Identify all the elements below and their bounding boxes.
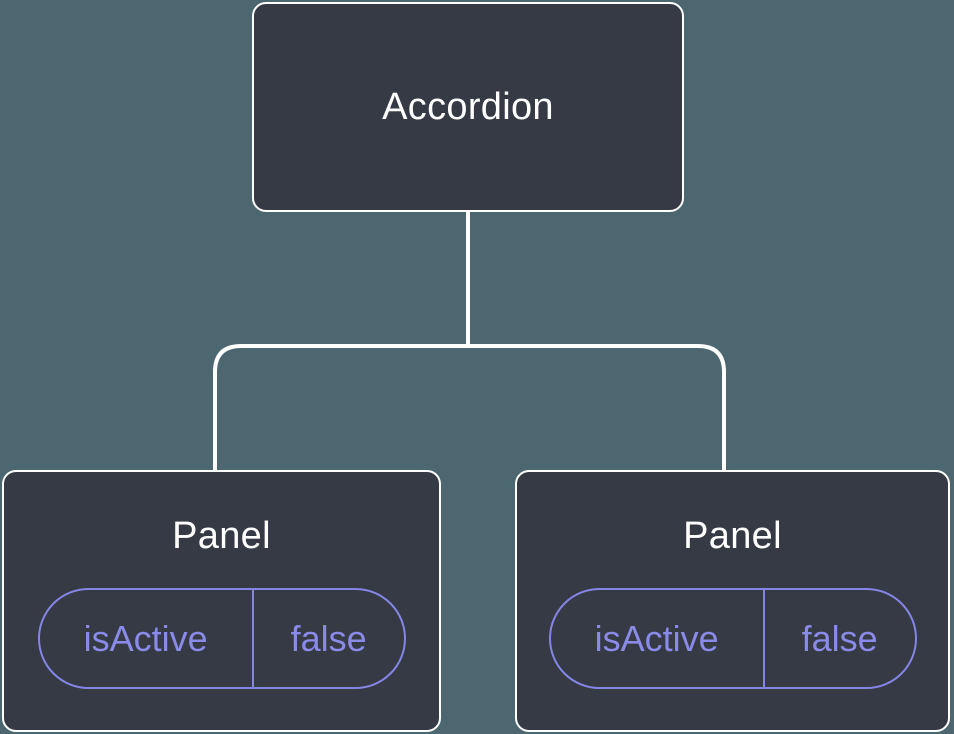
accordion-label: Accordion	[382, 86, 554, 128]
state-value: false	[801, 617, 878, 659]
state-pill: isActive false	[37, 588, 406, 689]
panel-node-right: Panel isActive false	[515, 470, 950, 732]
state-name: isActive	[551, 590, 765, 687]
accordion-node: Accordion	[252, 2, 684, 212]
branch-connector-line	[213, 344, 726, 470]
panel-node-left: Panel isActive false	[2, 470, 441, 732]
panel-label: Panel	[683, 515, 782, 557]
panel-label: Panel	[172, 515, 271, 557]
state-value: false	[290, 617, 367, 659]
state-name: isActive	[40, 590, 254, 687]
state-pill: isActive false	[548, 588, 917, 689]
